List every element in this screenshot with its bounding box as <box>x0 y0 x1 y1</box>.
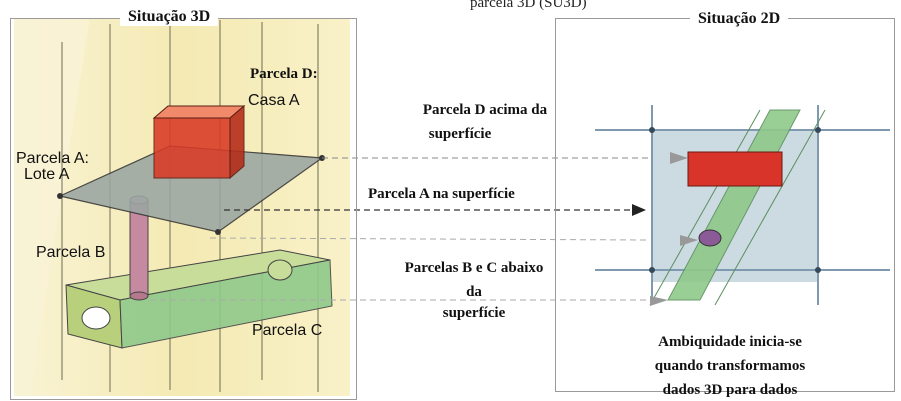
label-parcela-c: Parcela C <box>252 322 323 339</box>
parcel-b-footprint <box>698 229 722 247</box>
label-casa-a: Casa A <box>248 92 300 109</box>
annotation-below-line-3: superfície <box>442 305 506 321</box>
right-panel-title: Situação 2D <box>690 10 789 28</box>
ambiguity-note-line-1: Ambiquidade inicia-se <box>658 334 802 350</box>
annotation-above-line-2: superfície <box>428 126 492 142</box>
top-caption-fragment: parcela 3D (SU3D) <box>470 0 587 11</box>
scene-3d <box>14 18 350 396</box>
annotation-below-line-2: da <box>466 284 482 300</box>
label-lote-a: Lote A <box>24 166 70 183</box>
ambiguity-note-line-3: dados 3D para dados <box>662 382 798 398</box>
parcel-d-footprint <box>687 151 783 187</box>
left-panel-title: Situação 3D <box>120 8 219 26</box>
parcel-d-house <box>152 104 246 180</box>
annotation-above-line-1: Parcela D acima da <box>422 102 548 118</box>
annotation-on-surface: Parcela A na superfície <box>366 184 517 204</box>
scene-2d <box>595 105 890 306</box>
label-parcela-a: Parcela A: <box>16 150 89 167</box>
ambiguity-note-line-2: quando transformamos <box>654 358 806 374</box>
annotation-below-line-1: Parcelas B e C abaixo <box>404 260 544 276</box>
label-parcela-d: Parcela D: <box>250 66 318 82</box>
label-parcela-b: Parcela B <box>36 244 106 261</box>
connector-lines <box>150 157 650 301</box>
